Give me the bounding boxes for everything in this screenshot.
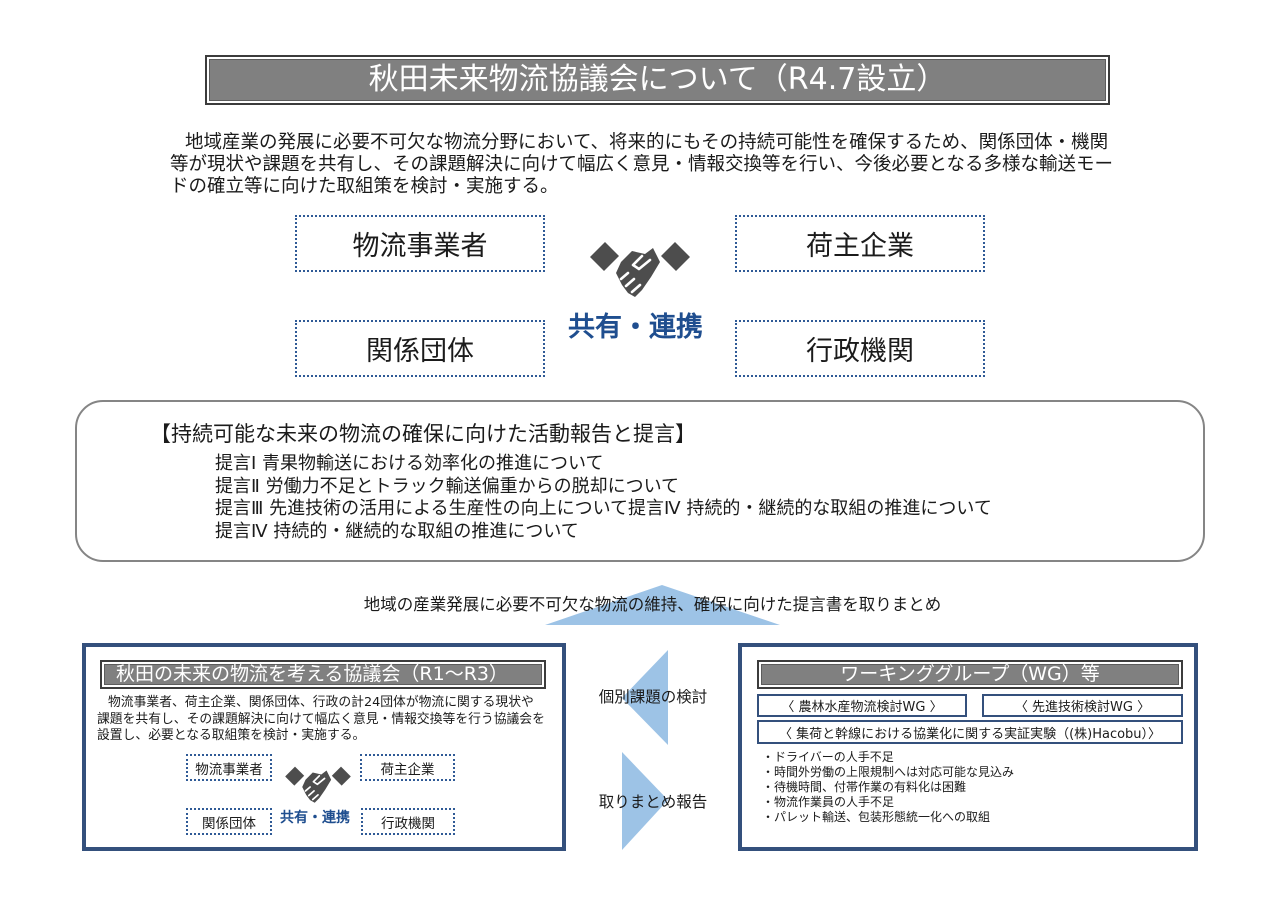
- partner-box-government: 行政機関: [735, 320, 985, 377]
- flow-label-lower: 取りまとめ報告: [598, 793, 708, 811]
- handshake-icon: [590, 235, 690, 305]
- wg-group-tech: 〈 先進技術検討WG 〉: [982, 694, 1183, 717]
- intro-line: 等が現状や課題を共有し、その課題解決に向けて幅広く意見・情報交換等を行い、今後必…: [170, 154, 1113, 175]
- wg-group-pilot: 〈 集荷と幹線における協業化に関する実証実験（(株)Hacobu）〉: [757, 720, 1183, 744]
- proposal-item: 提言Ⅳ 持続的・継続的な取組の推進について: [215, 520, 579, 542]
- proposals-box: 【持続可能な未来の物流の確保に向けた活動報告と提言】 提言Ⅰ 青果物輸送における…: [75, 400, 1205, 562]
- link-label: 共有・連携: [568, 312, 703, 343]
- council-link-label: 共有・連携: [280, 810, 350, 826]
- wg-group-agri: 〈 農林水産物流検討WG 〉: [757, 694, 967, 717]
- partner-box-shippers: 荷主企業: [735, 215, 985, 272]
- finding-item: ・時間外労働の上限規制へは対応可能な見込み: [762, 765, 1015, 779]
- left-arrow-shape: [622, 650, 668, 745]
- finding-item: ・ドライバーの人手不足: [762, 750, 894, 764]
- council-partner-associations: 関係団体: [186, 808, 272, 835]
- proposal-list: 提言Ⅰ 青果物輸送における効率化の推進について 提言Ⅱ 労働力不足とトラック輸送…: [215, 453, 992, 543]
- council-description-line: 物流事業者、荷主企業、関係団体、行政の計24団体が物流に関する現状や: [108, 695, 534, 710]
- council-partner-logistics: 物流事業者: [186, 754, 272, 781]
- council-partner-government: 行政機関: [361, 808, 455, 835]
- findings-list: ・ドライバーの人手不足 ・時間外労働の上限規制へは対応可能な見込み ・待機時間、…: [762, 750, 1014, 825]
- up-arrow-shape: [545, 585, 780, 625]
- proposal-item: 提言Ⅱ 労働力不足とトラック輸送偏重からの脱却について: [215, 475, 680, 497]
- working-group-title: ワーキンググループ（WG）等: [757, 660, 1183, 689]
- intro-line: 地域産業の発展に必要不可欠な物流分野において、将来的にもその持続可能性を確保する…: [185, 132, 1109, 153]
- finding-item: ・物流作業員の人手不足: [762, 795, 895, 809]
- summary-label: 地域の産業発展に必要不可欠な物流の維持、確保に向けた提言書を取りまとめ: [363, 595, 942, 614]
- proposal-item: 提言Ⅲ 先進技術の活用による生産性の向上について提言Ⅳ 持続的・継続的な取組の推…: [215, 498, 992, 519]
- left-arrow-icon: [622, 650, 668, 745]
- handshake-icon: [285, 762, 351, 808]
- intro-line: ドの確立等に向けた取組策を検討・実施する。: [170, 176, 559, 197]
- flow-label-upper: 個別課題の検討: [598, 688, 708, 706]
- council-title: 秋田の未来の物流を考える協議会（R1～R3）: [100, 660, 546, 689]
- working-group-panel: ワーキンググループ（WG）等 〈 農林水産物流検討WG 〉 〈 先進技術検討WG…: [738, 643, 1198, 851]
- up-arrow-icon: [545, 585, 780, 625]
- council-description-line: 課題を共有し、その課題解決に向けて幅広く意見・情報交換等を行う協議会を: [97, 711, 545, 727]
- finding-item: ・待機時間、付帯作業の有料化は困難: [762, 780, 967, 794]
- right-arrow-shape: [622, 752, 668, 850]
- partner-box-logistics: 物流事業者: [295, 215, 545, 272]
- right-arrow-icon: [622, 752, 668, 850]
- finding-item: ・パレット輸送、包装形態統一化への取組: [762, 810, 991, 824]
- proposals-heading: 【持続可能な未来の物流の確保に向けた活動報告と提言】: [150, 422, 696, 446]
- proposal-item: 提言Ⅰ 青果物輸送における効率化の推進について: [215, 453, 604, 474]
- partner-box-associations: 関係団体: [295, 320, 545, 377]
- council-partner-shippers: 荷主企業: [360, 754, 455, 781]
- council-panel: 秋田の未来の物流を考える協議会（R1～R3） 物流事業者、荷主企業、関係団体、行…: [82, 643, 566, 851]
- page-title: 秋田未来物流協議会について（R4.7設立）: [205, 55, 1110, 105]
- council-description-line: 設置し、必要となる取組策を検討・実施する。: [97, 728, 366, 743]
